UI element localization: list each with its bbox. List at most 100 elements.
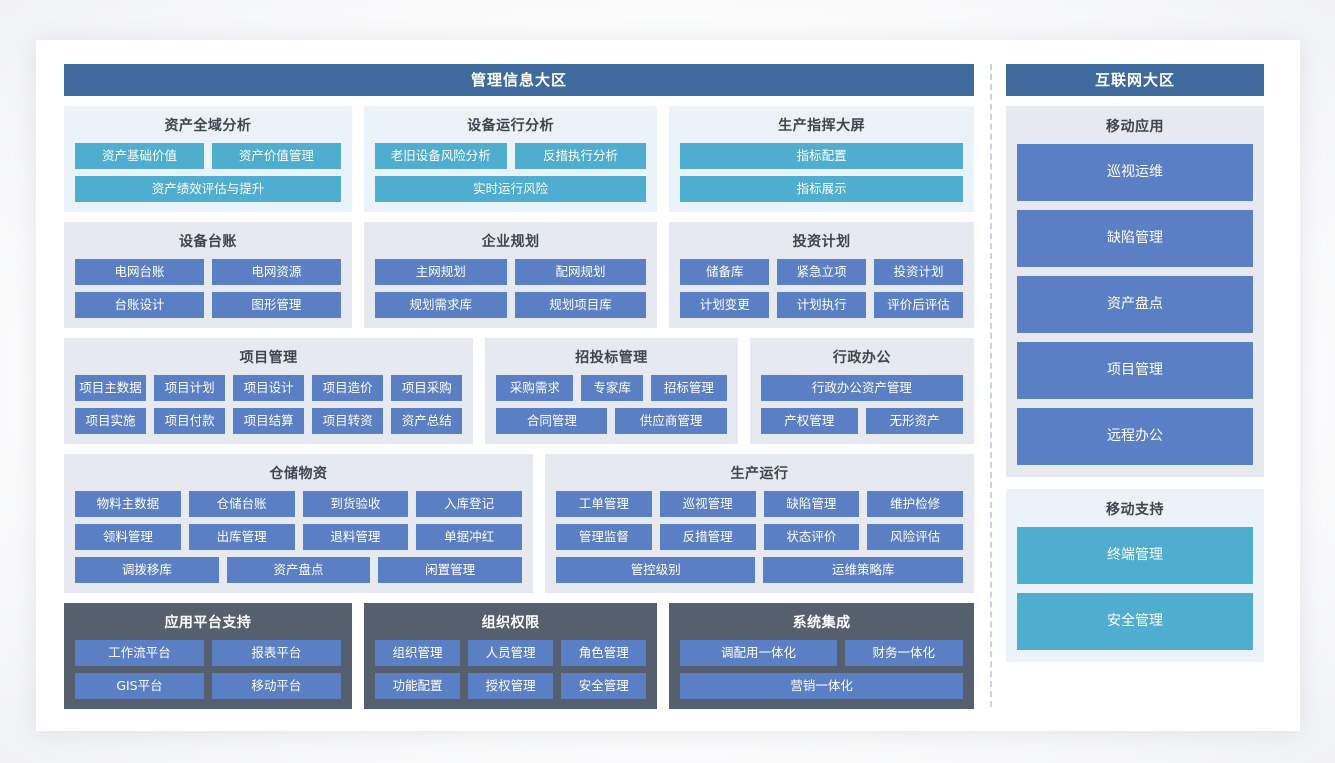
module-tile[interactable]: 反措管理 <box>659 524 756 550</box>
module-tile[interactable]: 供应商管理 <box>615 408 727 434</box>
module-tile[interactable]: 紧急立项 <box>777 259 867 285</box>
module-tile[interactable]: 电网台账 <box>75 259 204 285</box>
module-tile[interactable]: 维护检修 <box>867 491 964 517</box>
module-tile[interactable]: 缺陷管理 <box>763 491 860 517</box>
module-tile[interactable]: 合同管理 <box>496 408 608 434</box>
module-tile[interactable]: 管控级别 <box>555 557 756 583</box>
module-tile[interactable]: 主网规划 <box>374 259 507 285</box>
module-tile[interactable]: 资产绩效评估与提升 <box>75 176 341 202</box>
module-tile[interactable]: 资产价值管理 <box>211 143 341 169</box>
module-tile[interactable]: 调配用一体化 <box>680 640 837 666</box>
module-tile[interactable]: 规划项目库 <box>514 292 647 318</box>
module-tile[interactable]: 项目实施 <box>75 408 147 434</box>
module-tile[interactable]: 风险评估 <box>867 524 964 550</box>
module-tile[interactable]: 指标配置 <box>680 143 963 169</box>
module-tile[interactable]: 物料主数据 <box>75 491 181 517</box>
module-card: 投资计划储备库紧急立项投资计划计划变更计划执行评价后评估 <box>669 222 974 328</box>
module-card-title: 生产指挥大屏 <box>778 118 866 134</box>
tile-row: 采购需求专家库招标管理 <box>496 375 727 401</box>
tile-row: 实时运行风险 <box>374 176 647 202</box>
module-tile[interactable]: 调拨移库 <box>75 557 219 583</box>
module-tile[interactable]: 配网规划 <box>514 259 647 285</box>
module-tile[interactable]: GIS平台 <box>75 673 204 699</box>
mobile-tile[interactable]: 项目管理 <box>1017 342 1253 399</box>
mobile-tile[interactable]: 远程办公 <box>1017 408 1253 465</box>
module-tile[interactable]: 资产总结 <box>391 408 463 434</box>
module-tile[interactable]: 实时运行风险 <box>374 176 647 202</box>
module-tile[interactable]: 闲置管理 <box>378 557 522 583</box>
module-tile[interactable]: 无形资产 <box>865 408 964 434</box>
module-tile[interactable]: 安全管理 <box>561 673 647 699</box>
mobile-tile[interactable]: 安全管理 <box>1017 593 1253 650</box>
module-card: 设备台账电网台账电网资源台账设计图形管理 <box>64 222 352 328</box>
mobile-tile[interactable]: 终端管理 <box>1017 527 1253 584</box>
tile-row: 功能配置授权管理安全管理 <box>374 673 647 699</box>
module-tile[interactable]: 资产盘点 <box>226 557 371 583</box>
module-tile[interactable]: 退料管理 <box>302 524 409 550</box>
module-tile[interactable]: 老旧设备风险分析 <box>374 143 507 169</box>
module-tile[interactable]: 招标管理 <box>650 375 727 401</box>
module-tile[interactable]: 项目付款 <box>154 408 226 434</box>
module-tile[interactable]: 组织管理 <box>374 640 461 666</box>
module-tile[interactable]: 项目设计 <box>233 375 305 401</box>
module-tile[interactable]: 项目主数据 <box>75 375 147 401</box>
module-tile[interactable]: 授权管理 <box>468 673 554 699</box>
tile-group: 资产基础价值资产价值管理资产绩效评估与提升 <box>75 143 341 202</box>
module-tile[interactable]: 到货验收 <box>302 491 409 517</box>
module-tile[interactable]: 财务一体化 <box>844 640 963 666</box>
module-tile[interactable]: 行政办公资产管理 <box>760 375 963 401</box>
module-tile[interactable]: 反措执行分析 <box>514 143 647 169</box>
module-tile[interactable]: 项目转资 <box>312 408 384 434</box>
module-tile[interactable]: 产权管理 <box>760 408 858 434</box>
tile-group: 老旧设备风险分析反措执行分析实时运行风险 <box>374 143 647 202</box>
module-tile[interactable]: 工作流平台 <box>75 640 204 666</box>
module-tile[interactable]: 评价后评估 <box>874 292 963 318</box>
module-tile[interactable]: 工单管理 <box>555 491 652 517</box>
card-row: 资产全域分析资产基础价值资产价值管理资产绩效评估与提升设备运行分析老旧设备风险分… <box>64 106 974 212</box>
tile-row: 合同管理供应商管理 <box>496 408 727 434</box>
module-tile[interactable]: 计划执行 <box>777 292 867 318</box>
module-tile[interactable]: 资产基础价值 <box>75 143 204 169</box>
module-tile[interactable]: 项目采购 <box>391 375 463 401</box>
mobile-tile[interactable]: 缺陷管理 <box>1017 210 1253 267</box>
tile-row: 计划变更计划执行评价后评估 <box>680 292 963 318</box>
module-tile[interactable]: 仓储台账 <box>188 491 295 517</box>
module-tile[interactable]: 储备库 <box>680 259 770 285</box>
module-tile[interactable]: 指标展示 <box>680 176 963 202</box>
module-tile[interactable]: 台账设计 <box>75 292 204 318</box>
module-tile[interactable]: 项目计划 <box>154 375 226 401</box>
architecture-diagram-card: 管理信息大区 资产全域分析资产基础价值资产价值管理资产绩效评估与提升设备运行分析… <box>36 40 1300 731</box>
module-tile[interactable]: 报表平台 <box>211 640 341 666</box>
module-tile[interactable]: 入库登记 <box>416 491 522 517</box>
tile-group: 项目主数据项目计划项目设计项目造价项目采购项目实施项目付款项目结算项目转资资产总… <box>75 375 463 434</box>
zone-divider <box>990 64 992 707</box>
module-tile[interactable]: 功能配置 <box>374 673 461 699</box>
tile-row: 老旧设备风险分析反措执行分析 <box>374 143 647 169</box>
module-tile[interactable]: 专家库 <box>581 375 643 401</box>
module-tile[interactable]: 单据冲红 <box>416 524 522 550</box>
module-tile[interactable]: 图形管理 <box>211 292 341 318</box>
module-tile[interactable]: 电网资源 <box>211 259 341 285</box>
module-tile[interactable]: 采购需求 <box>496 375 574 401</box>
module-tile[interactable]: 出库管理 <box>188 524 295 550</box>
module-tile[interactable]: 计划变更 <box>680 292 770 318</box>
module-tile[interactable]: 领料管理 <box>75 524 181 550</box>
module-tile[interactable]: 人员管理 <box>468 640 554 666</box>
internet-zone: 互联网大区 移动应用巡视运维缺陷管理资产盘点项目管理远程办公移动支持终端管理安全… <box>1006 64 1264 707</box>
module-tile[interactable]: 移动平台 <box>211 673 341 699</box>
module-tile[interactable]: 状态评价 <box>763 524 860 550</box>
module-tile[interactable]: 项目造价 <box>312 375 384 401</box>
module-tile[interactable]: 运维策略库 <box>763 557 963 583</box>
module-tile[interactable]: 营销一体化 <box>680 673 963 699</box>
mobile-tile[interactable]: 资产盘点 <box>1017 276 1253 333</box>
module-tile[interactable]: 项目结算 <box>233 408 305 434</box>
module-tile[interactable]: 规划需求库 <box>374 292 507 318</box>
mobile-tile[interactable]: 巡视运维 <box>1017 144 1253 201</box>
mobile-panel: 移动应用巡视运维缺陷管理资产盘点项目管理远程办公 <box>1006 106 1264 477</box>
module-tile[interactable]: 管理监督 <box>555 524 652 550</box>
module-tile[interactable]: 巡视管理 <box>659 491 756 517</box>
module-tile[interactable]: 角色管理 <box>561 640 647 666</box>
module-tile[interactable]: 投资计划 <box>874 259 963 285</box>
